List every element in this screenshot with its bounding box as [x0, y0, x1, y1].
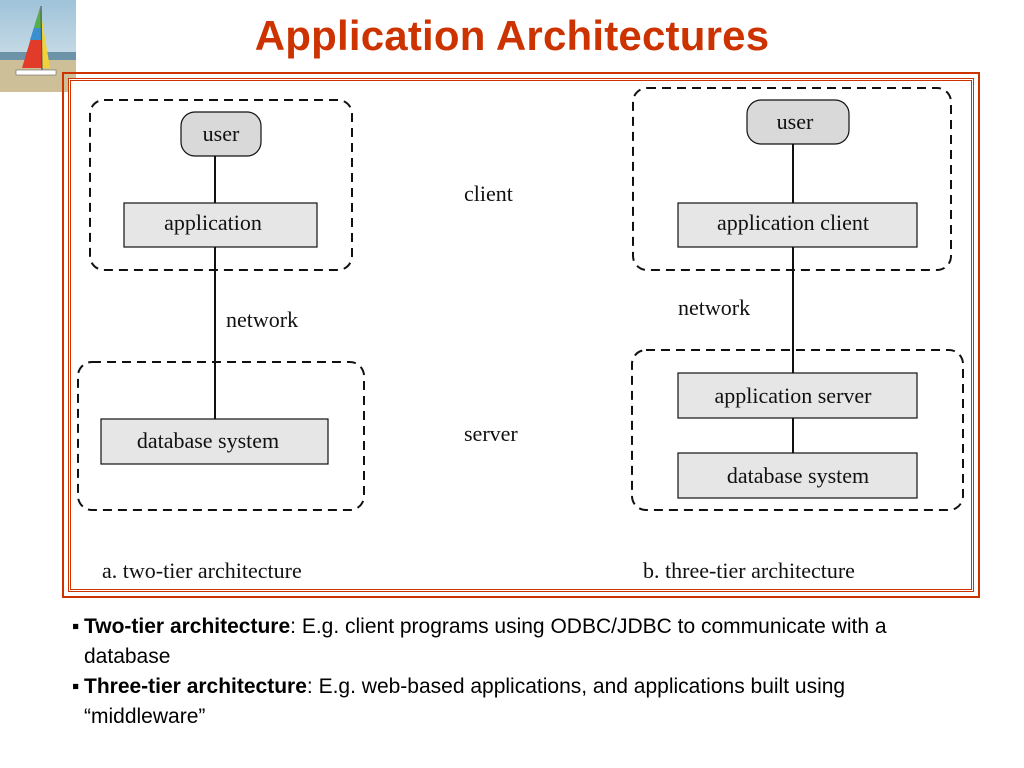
- left-application-label: application: [164, 210, 262, 235]
- right-caption: b. three-tier architecture: [643, 558, 855, 583]
- note-text: : E.g. web-based applications, and appli…: [84, 675, 846, 728]
- left-user-node: [180, 111, 262, 157]
- note-two-tier: ▪ Two-tier architecture: E.g. client pro…: [72, 612, 972, 672]
- left-caption: a. two-tier architecture: [102, 558, 302, 583]
- client-tier-label: client: [464, 181, 513, 206]
- diagram-frame-inner: [68, 78, 974, 592]
- right-database-label: database system: [727, 463, 869, 488]
- left-network-label: network: [226, 307, 298, 332]
- note-bullet: ▪: [72, 615, 80, 638]
- server-tier-label: server: [464, 421, 518, 446]
- note-term: Two-tier architecture: [84, 615, 291, 638]
- left-user-label: user: [203, 121, 240, 146]
- right-app-client-label: application client: [717, 210, 869, 235]
- notes-list: ▪ Two-tier architecture: E.g. client pro…: [72, 612, 972, 732]
- right-user-label: user: [777, 109, 814, 134]
- left-server-group: [77, 361, 365, 511]
- left-database-label: database system: [137, 428, 279, 453]
- right-user-node: [746, 99, 850, 145]
- right-database-node: [677, 452, 918, 499]
- right-app-server-label: application server: [715, 383, 873, 408]
- left-database-node: [100, 418, 329, 465]
- right-app-client-node: [677, 202, 918, 248]
- diagram-frame: [62, 72, 980, 598]
- right-app-server-node: [677, 372, 918, 419]
- left-application-node: [123, 202, 318, 248]
- note-text: : E.g. client programs using ODBC/JDBC t…: [84, 615, 887, 668]
- note-three-tier: ▪ Three-tier architecture: E.g. web-base…: [72, 672, 972, 732]
- note-term: Three-tier architecture: [84, 675, 307, 698]
- note-bullet: ▪: [72, 675, 80, 698]
- right-network-label: network: [678, 295, 750, 320]
- page-title: Application Architectures: [254, 12, 770, 59]
- right-server-group: [631, 349, 964, 511]
